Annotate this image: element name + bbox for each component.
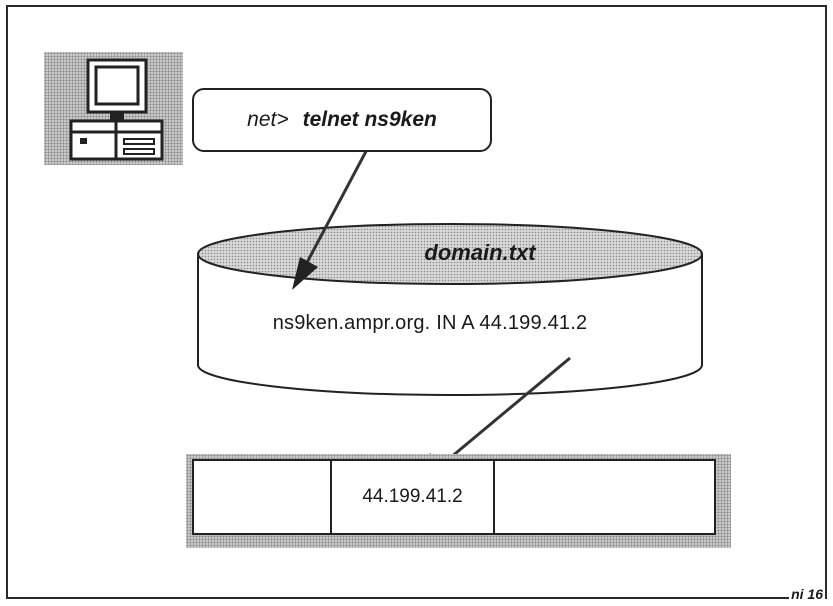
command-prompt: net>	[247, 108, 289, 131]
database-cylinder	[197, 254, 703, 396]
table-cell	[495, 461, 714, 533]
command-box: net> telnet ns9ken	[192, 88, 492, 152]
arrow-icon	[437, 356, 571, 470]
slide-frame	[6, 5, 827, 599]
command-text: telnet ns9ken	[302, 108, 437, 131]
arrow-head-icon	[292, 257, 318, 290]
database-record: ns9ken.ampr.org. IN A 44.199.41.2	[272, 312, 588, 334]
database-cylinder-top	[197, 223, 703, 285]
address-table: 44.199.41.2	[192, 459, 716, 535]
table-cell	[194, 461, 332, 533]
computer-icon	[44, 52, 183, 165]
database-title: domain.txt	[424, 240, 536, 265]
page-label: ni 16	[789, 586, 825, 602]
table-cell-address: 44.199.41.2	[332, 461, 495, 533]
